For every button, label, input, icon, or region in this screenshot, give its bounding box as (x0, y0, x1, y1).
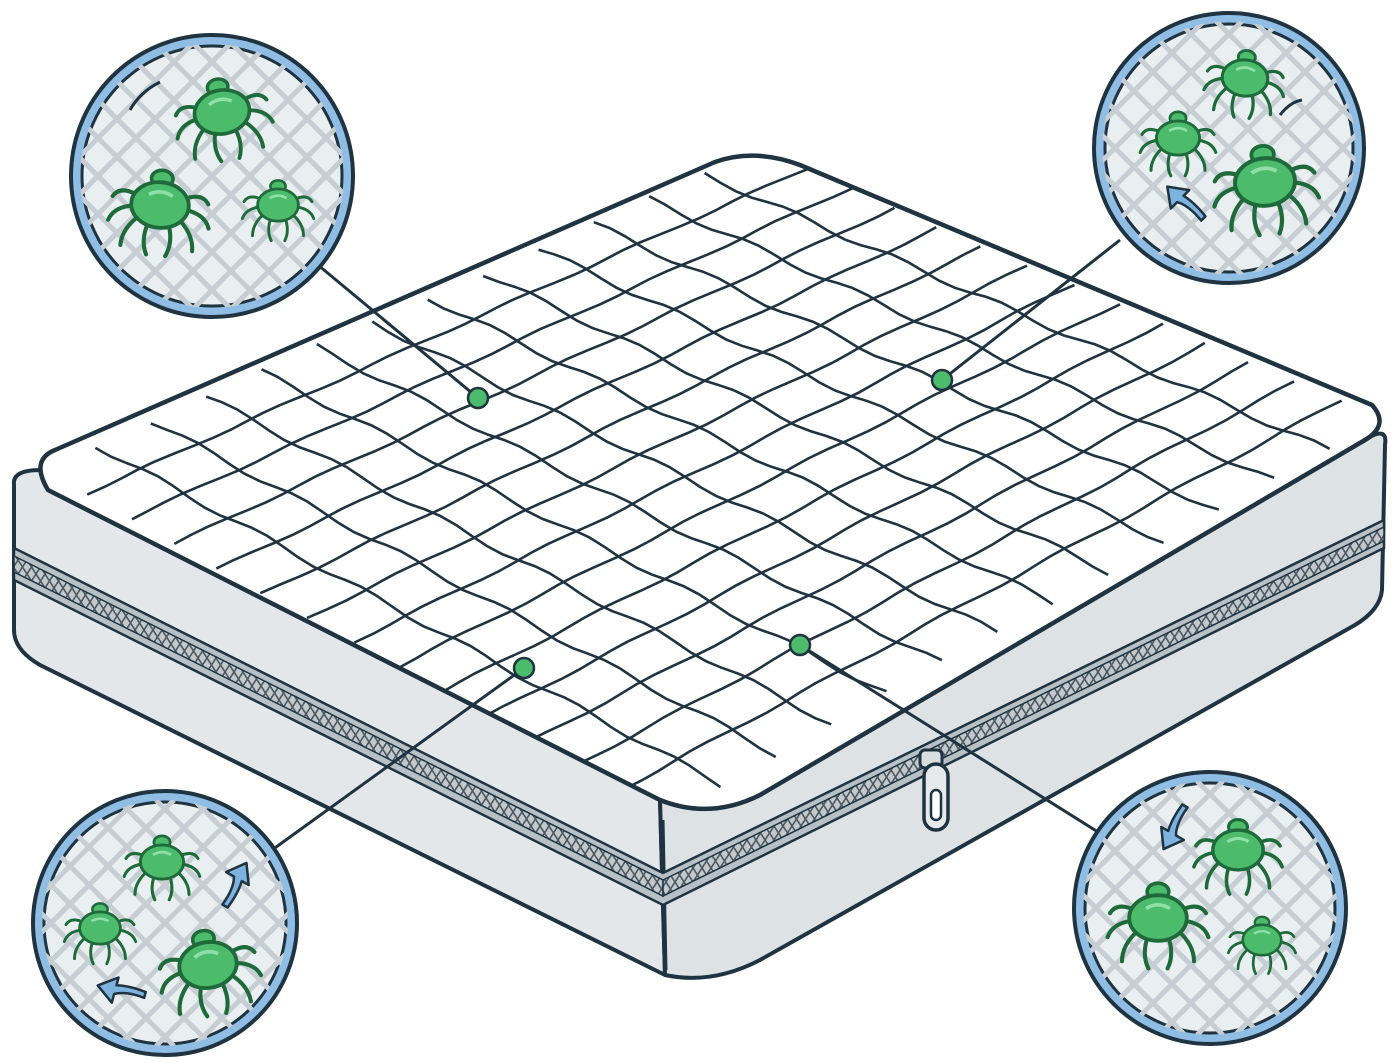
lens-top-right (950, 13, 1399, 283)
leader-dot-bottom-left (514, 658, 534, 678)
leader-dot-bottom-right (790, 635, 810, 655)
mite-body (80, 912, 121, 944)
leader-dot-top-right (932, 370, 952, 390)
mite-body (1129, 895, 1187, 941)
mite-body (1243, 925, 1281, 955)
mite-body (140, 845, 183, 879)
mite-body (258, 189, 299, 221)
mite-body (1156, 121, 1199, 155)
leader-dot-top-left (468, 388, 488, 408)
mite-body (1213, 830, 1263, 870)
lens-top-left (0, 35, 496, 317)
